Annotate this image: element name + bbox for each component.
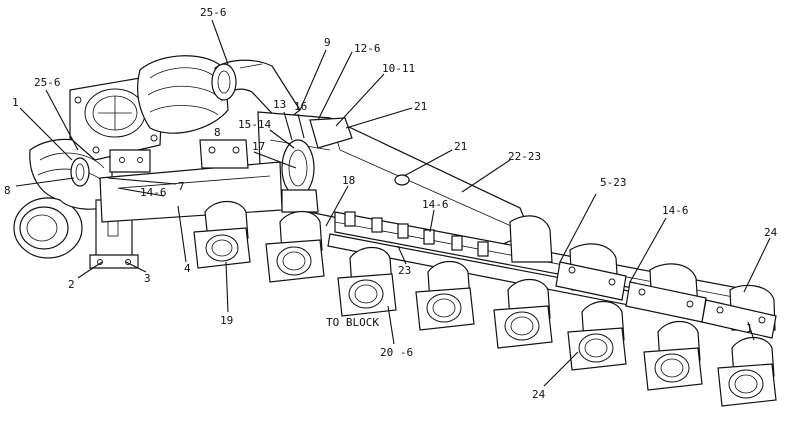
callout-14-6-right: 14-6 — [662, 204, 689, 217]
callout-1-right: 1 — [746, 322, 753, 335]
callout-25-6-top: 25-6 — [200, 6, 227, 19]
callout-21-mid: 21 — [454, 140, 467, 153]
callout-15-14: 15-14 — [238, 118, 271, 131]
callout-12-6: 12-6 — [354, 42, 381, 55]
callout-24-top: 24 — [764, 226, 778, 239]
callout-labels: 25-6 9 12-6 10-11 21 21 25-6 1 13 16 15-… — [4, 6, 778, 401]
callout-3: 3 — [144, 272, 151, 285]
leader-lines — [15, 19, 771, 387]
manifold-sections-right — [509, 215, 777, 339]
callout-2: 2 — [68, 278, 75, 291]
callout-24-bottom: 24 — [532, 388, 546, 401]
turbine-elbow — [137, 55, 301, 134]
manifold-body — [257, 111, 531, 251]
callout-19: 19 — [220, 314, 233, 327]
callout-22-23: 22-23 — [508, 150, 541, 163]
callout-18: 18 — [342, 174, 355, 187]
port-stubs — [344, 211, 489, 257]
callout-7: 7 — [178, 180, 185, 193]
callout-9: 9 — [324, 36, 331, 49]
callout-14-6-mid: 14-6 — [422, 198, 449, 211]
callout-17: 17 — [252, 140, 265, 153]
callout-20-6: 20 -6 — [380, 346, 413, 359]
callout-23: 23 — [398, 264, 411, 277]
to-block-label: TO BLOCK — [326, 316, 379, 329]
callout-8-upper: 8 — [214, 126, 221, 139]
callout-5-23: 5-23 — [600, 176, 627, 189]
callout-14-6-left: 14-6 — [140, 186, 167, 199]
callout-8-left: 8 — [4, 184, 11, 197]
callout-25-6-left: 25-6 — [34, 76, 61, 89]
callout-4: 4 — [184, 262, 191, 275]
callout-21-top: 21 — [414, 100, 427, 113]
port-elbows — [193, 200, 777, 407]
callout-1: 1 — [12, 96, 19, 109]
callout-13: 13 — [273, 98, 286, 111]
callout-10-11: 10-11 — [382, 62, 415, 75]
callout-16: 16 — [294, 100, 307, 113]
